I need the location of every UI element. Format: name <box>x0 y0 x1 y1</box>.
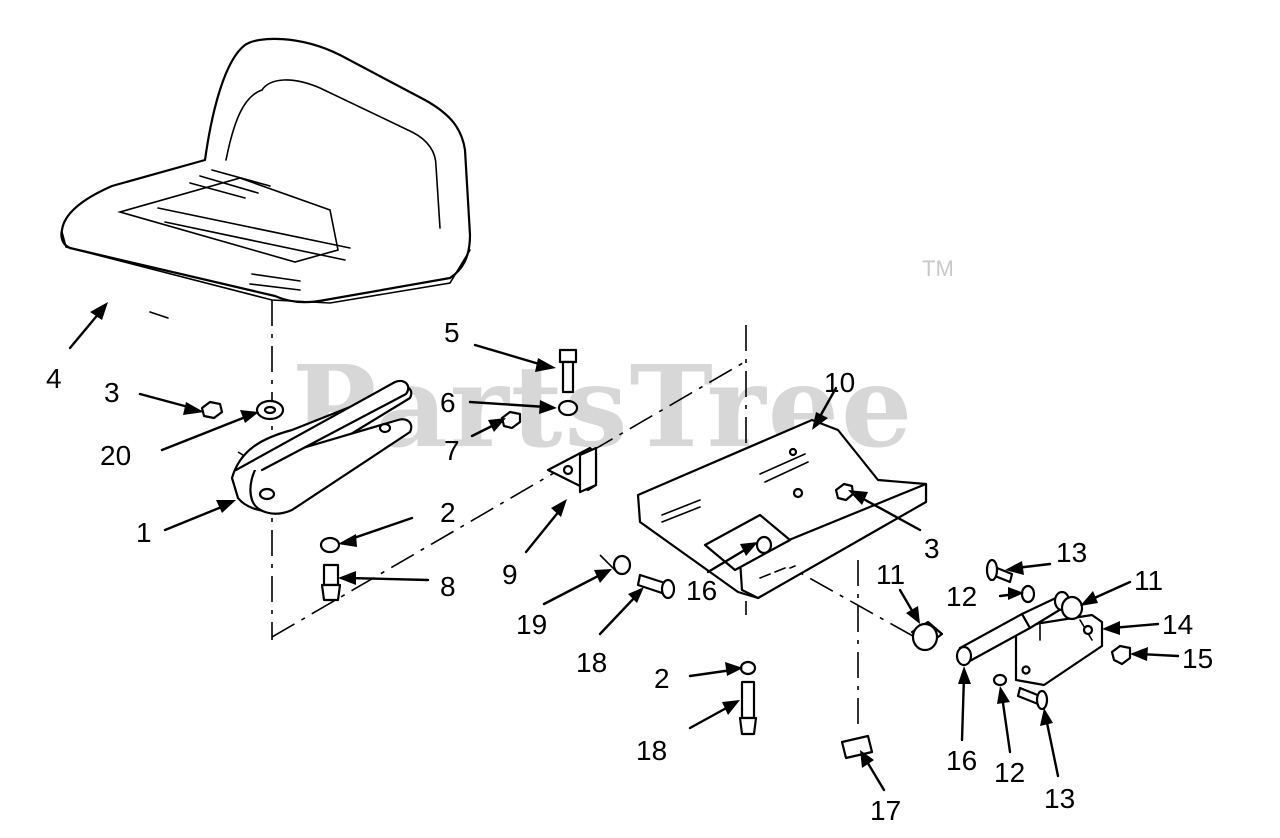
callout-16: 16 <box>686 575 717 606</box>
callout-20: 20 <box>100 440 131 471</box>
callout-13: 13 <box>1056 537 1087 568</box>
callout-11: 11 <box>876 559 905 590</box>
leader-arrows <box>68 302 1180 792</box>
small-bracket-part <box>546 446 598 494</box>
hardware-parts <box>200 348 1132 760</box>
callout-13: 13 <box>1044 783 1075 814</box>
seat-plate-part <box>636 418 928 600</box>
callout-6: 6 <box>440 387 456 418</box>
callout-17: 17 <box>870 795 901 826</box>
shock-bracket-part <box>1014 613 1104 687</box>
callout-4: 4 <box>46 363 62 394</box>
callout-9: 9 <box>502 559 518 590</box>
callout-labels: 4 3 20 1 2 8 5 6 7 9 10 3 16 19 18 2 18 … <box>46 317 1213 826</box>
callout-10: 10 <box>824 367 855 398</box>
callout-18: 18 <box>576 647 607 678</box>
pivot-bracket-part <box>230 379 413 515</box>
callout-19: 19 <box>516 609 547 640</box>
callout-3: 3 <box>104 377 120 408</box>
callout-16: 16 <box>946 745 977 776</box>
callout-5: 5 <box>444 317 460 348</box>
watermark-trademark: TM <box>922 256 954 281</box>
callout-3: 3 <box>924 533 940 564</box>
callout-14: 14 <box>1162 609 1193 640</box>
callout-11: 11 <box>1134 565 1163 596</box>
callout-7: 7 <box>444 435 460 466</box>
callout-12: 12 <box>994 757 1025 788</box>
callout-2: 2 <box>440 497 456 528</box>
callout-18: 18 <box>636 735 667 766</box>
seat-part <box>60 37 472 319</box>
callout-1: 1 <box>136 517 152 548</box>
callout-8: 8 <box>440 571 456 602</box>
bushing-part <box>910 595 1084 652</box>
callout-2: 2 <box>654 663 670 694</box>
callout-15: 15 <box>1182 643 1213 674</box>
callout-12: 12 <box>946 581 977 612</box>
